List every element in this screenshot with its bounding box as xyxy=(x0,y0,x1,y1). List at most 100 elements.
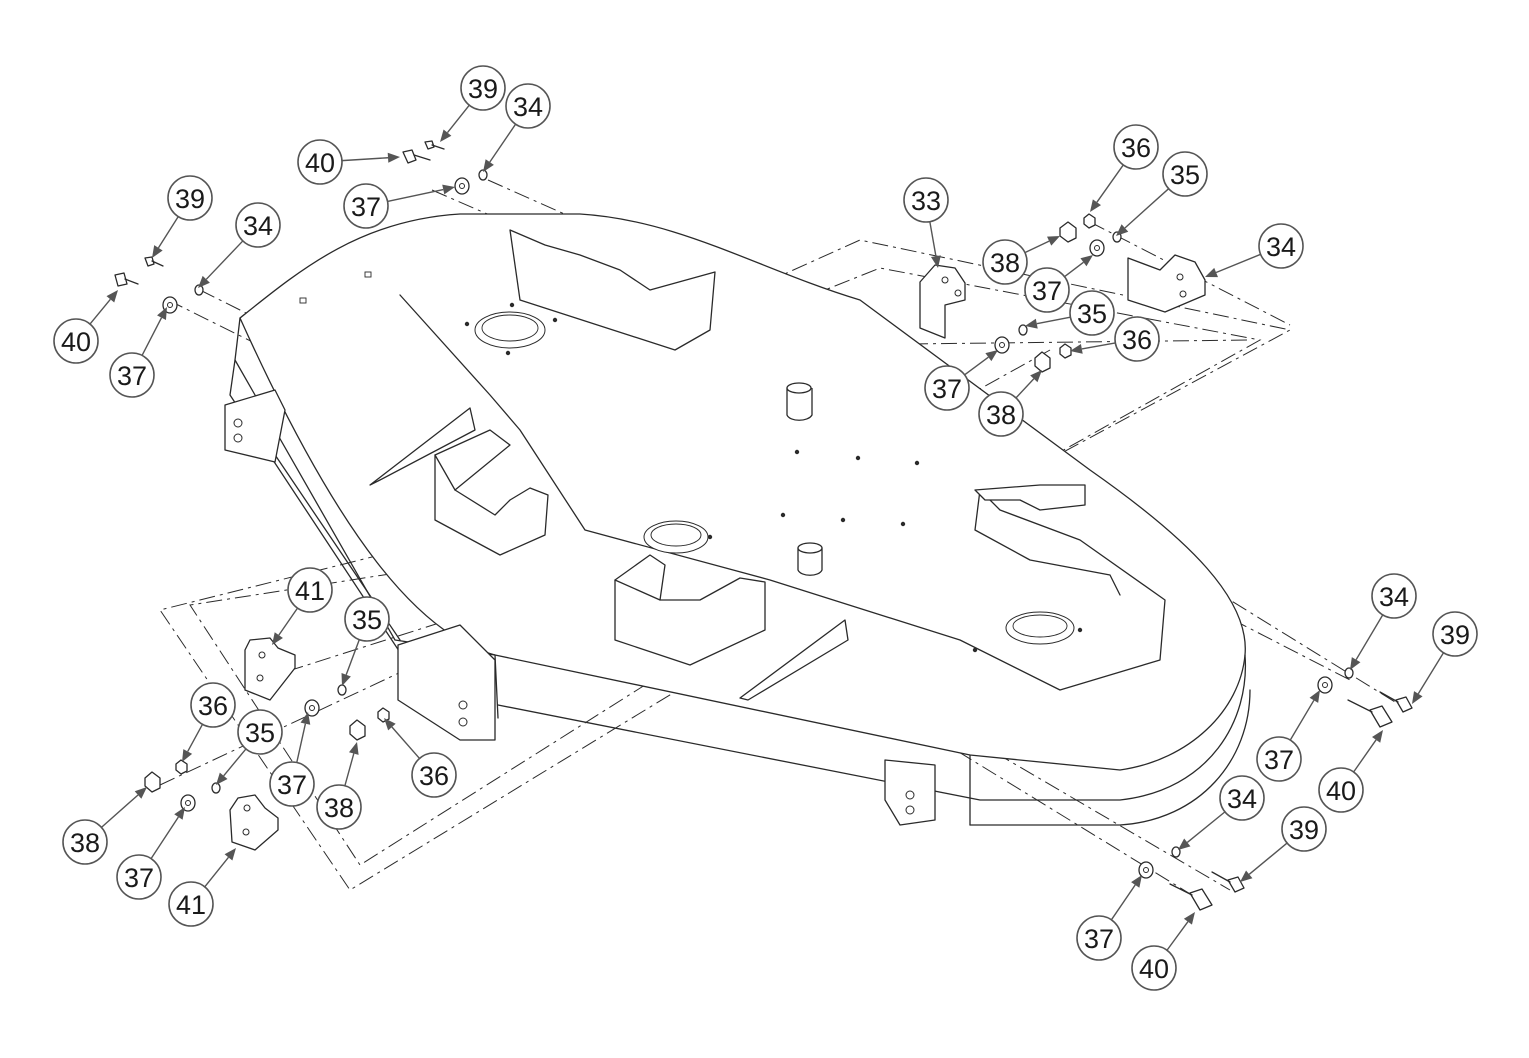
leader-arrowhead xyxy=(216,772,228,785)
leader-arrowhead xyxy=(440,129,452,142)
callout-label: 35 xyxy=(352,605,382,635)
callout-37: 37 xyxy=(343,183,455,229)
leader-line xyxy=(1166,921,1189,951)
leader-arrowhead xyxy=(1178,838,1191,850)
leader-line xyxy=(278,607,299,636)
callout-bubble xyxy=(1371,573,1417,619)
callout-37: 37 xyxy=(1076,875,1142,961)
callout-label: 37 xyxy=(1032,276,1062,306)
callout-37: 37 xyxy=(924,350,998,411)
leader-line xyxy=(1015,378,1035,399)
callout-label: 36 xyxy=(198,691,228,721)
callout-bubble xyxy=(924,365,970,411)
callout-label: 35 xyxy=(1077,299,1107,329)
leader-line xyxy=(341,157,389,162)
leader-line xyxy=(205,240,244,280)
callout-label: 35 xyxy=(1170,160,1200,190)
leader-arrowhead xyxy=(1205,267,1218,278)
callout-39: 39 xyxy=(1412,611,1478,704)
callout-bubble xyxy=(982,239,1028,285)
leader-arrowhead xyxy=(442,184,455,195)
leader-arrowhead xyxy=(384,718,396,731)
callout-label: 39 xyxy=(468,74,498,104)
callout-40: 40 xyxy=(1318,730,1383,813)
callout-34: 34 xyxy=(1178,775,1265,850)
hardware xyxy=(114,140,1413,911)
leader-arrowhead xyxy=(1030,370,1042,383)
leader-line xyxy=(1248,842,1288,875)
callout-bubble xyxy=(316,784,362,830)
leader-line xyxy=(1081,342,1116,350)
leader-line xyxy=(1289,699,1315,741)
callout-label: 38 xyxy=(986,400,1016,430)
callout-41: 41 xyxy=(168,848,236,927)
callout-40: 40 xyxy=(1131,912,1195,991)
callout-bubble xyxy=(411,752,457,798)
leader-arrowhead xyxy=(341,673,351,686)
callout-33: 33 xyxy=(903,177,949,268)
callout-label: 37 xyxy=(1084,924,1114,954)
callout-bubble xyxy=(1076,915,1122,961)
callout-35: 35 xyxy=(1116,151,1208,236)
callout-bubble xyxy=(1318,767,1364,813)
leader-line xyxy=(1417,652,1445,695)
leader-arrowhead xyxy=(300,712,311,725)
callout-37: 37 xyxy=(1256,690,1320,782)
leader-line xyxy=(141,317,163,356)
leader-arrowhead xyxy=(1131,875,1142,888)
callout-label: 36 xyxy=(1121,133,1151,163)
mower-deck xyxy=(224,213,1251,826)
callout-label: 37 xyxy=(117,361,147,391)
leader-arrowhead xyxy=(1412,691,1423,704)
callout-label: 36 xyxy=(1122,325,1152,355)
leader-line xyxy=(89,298,111,325)
leader-arrowhead xyxy=(1309,690,1320,703)
callout-39: 39 xyxy=(440,65,506,142)
leader-line xyxy=(1096,164,1124,203)
leader-line xyxy=(1355,614,1384,661)
callout-40: 40 xyxy=(297,139,400,185)
leader-line xyxy=(1036,316,1071,325)
callout-35: 35 xyxy=(1025,290,1115,336)
leader-arrowhead xyxy=(1116,224,1129,236)
leader-line xyxy=(157,216,179,249)
leader-arrowhead xyxy=(1090,199,1102,212)
leader-line xyxy=(345,639,360,676)
leader-line xyxy=(446,104,470,134)
leader-line xyxy=(344,753,355,786)
callout-bubble xyxy=(235,202,281,248)
leader-arrowhead xyxy=(348,742,359,755)
leader-line xyxy=(1110,884,1136,921)
callout-38: 38 xyxy=(62,787,147,865)
leader-arrowhead xyxy=(1183,912,1195,925)
callout-label: 39 xyxy=(175,184,205,214)
callout-bubble xyxy=(1069,290,1115,336)
callout-37: 37 xyxy=(116,807,185,900)
callout-label: 37 xyxy=(351,192,381,222)
leader-arrowhead xyxy=(1372,730,1383,743)
callout-34: 34 xyxy=(483,83,551,172)
callout-bubble xyxy=(168,881,214,927)
callout-label: 36 xyxy=(419,761,449,791)
callout-bubble xyxy=(1258,223,1304,269)
callout-bubble xyxy=(62,819,108,865)
callout-label: 34 xyxy=(1266,232,1296,262)
leader-arrowhead xyxy=(182,749,193,762)
callout-bubble xyxy=(1256,736,1302,782)
callout-label: 40 xyxy=(305,148,335,178)
callout-bubble xyxy=(1219,775,1265,821)
callout-34: 34 xyxy=(1350,573,1417,670)
leader-arrowhead xyxy=(930,255,941,268)
leader-line xyxy=(1024,240,1050,254)
leader-arrowhead xyxy=(152,245,163,258)
callout-35: 35 xyxy=(341,596,390,686)
callout-label: 37 xyxy=(932,374,962,404)
leader-line xyxy=(387,188,444,203)
callout-bubble xyxy=(903,177,949,223)
callout-39: 39 xyxy=(152,175,213,258)
callout-bubble xyxy=(1162,151,1208,197)
callout-35: 35 xyxy=(216,709,283,785)
leader-arrowhead xyxy=(106,290,118,303)
callout-bubble xyxy=(1432,611,1478,657)
